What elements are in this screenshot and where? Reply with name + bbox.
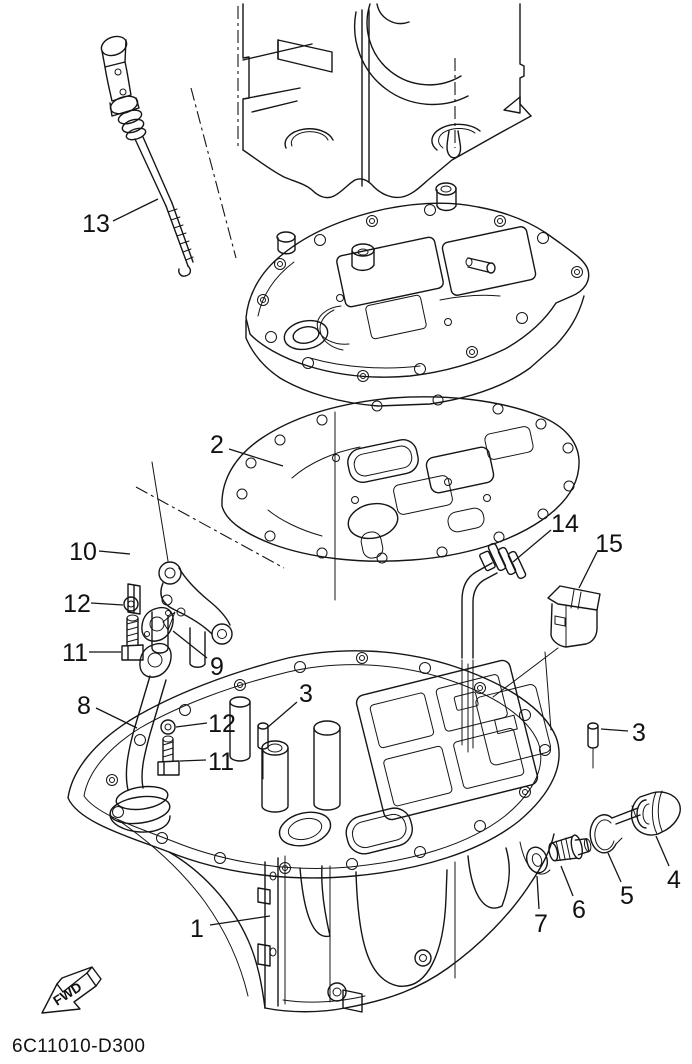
oil-pan-drawing [68, 651, 559, 1012]
callout-9: 9 [173, 631, 224, 681]
callout-label: 9 [210, 653, 224, 681]
breather-hose-drawing [462, 543, 527, 752]
callout-label: 4 [667, 866, 681, 894]
callout-label: 3 [632, 719, 646, 747]
dowel-pin-right-drawing [588, 723, 598, 768]
callout-label: 14 [551, 510, 579, 538]
dowel-pin-left-drawing [258, 723, 268, 779]
callout-15: 15 [579, 530, 623, 588]
engine-block-drawing [238, 4, 531, 198]
callout-3-right: 3 [601, 719, 646, 747]
fwd-arrow: FWD [42, 967, 101, 1013]
callout-2: 2 [210, 431, 283, 466]
callout-label: 13 [82, 210, 110, 238]
callout-label: 5 [620, 882, 634, 910]
callout-11-upper: 11 [62, 639, 121, 667]
callout-label: 8 [77, 692, 91, 720]
callout-label: 12 [63, 590, 91, 618]
upper-casing-plate-drawing [246, 183, 589, 406]
callout-label: 11 [208, 748, 234, 776]
callout-5: 5 [608, 853, 634, 910]
callout-label: 10 [69, 538, 97, 566]
callout-label: 11 [62, 639, 88, 667]
gasket-drawing [222, 395, 579, 600]
callout-13: 13 [82, 199, 158, 238]
callout-label: 15 [595, 530, 623, 558]
callout-label: 12 [208, 710, 236, 738]
washer-7-drawing [523, 845, 550, 876]
callout-10: 10 [69, 538, 130, 566]
callout-6: 6 [561, 866, 586, 924]
callout-12-upper: 12 [63, 590, 123, 618]
callout-label: 1 [190, 915, 204, 943]
dipstick-drawing [99, 33, 236, 276]
callout-label: 3 [299, 680, 313, 708]
plug-cap-4-drawing [632, 791, 681, 835]
callout-3-left: 3 [268, 680, 313, 727]
callout-14: 14 [513, 510, 579, 562]
callout-8: 8 [77, 692, 137, 728]
drain-plug-6-drawing [547, 832, 593, 864]
oil-pickup-group-drawing [108, 462, 284, 832]
callout-4: 4 [656, 836, 681, 894]
clamp-5-drawing [590, 806, 640, 853]
fwd-label: FWD [50, 979, 84, 1008]
clip-drawing [493, 586, 600, 730]
drawing-code: 6C11010-D300 [12, 1036, 145, 1057]
callout-12-lower: 12 [176, 710, 236, 738]
callout-label: 6 [572, 896, 586, 924]
callout-label: 7 [534, 910, 548, 938]
callout-7: 7 [534, 876, 548, 938]
callout-11-lower: 11 [180, 748, 234, 776]
callout-1: 1 [190, 915, 270, 943]
callout-label: 2 [210, 431, 224, 459]
